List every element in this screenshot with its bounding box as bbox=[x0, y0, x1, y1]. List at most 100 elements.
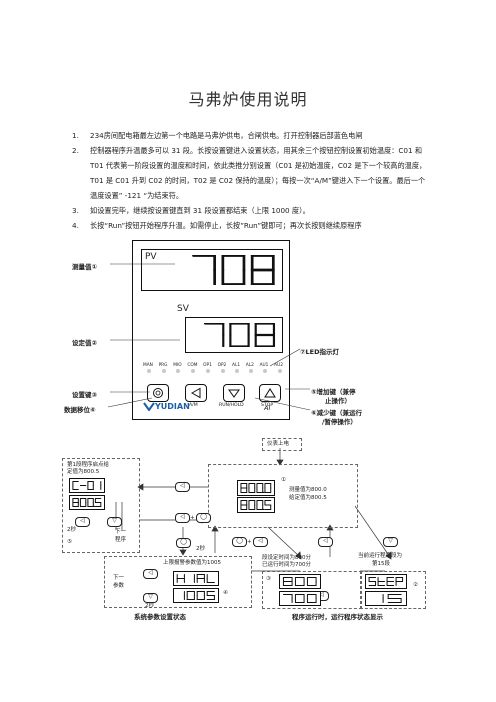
callout-setvalue: 设定值② bbox=[72, 339, 98, 347]
lcd-seven-segment bbox=[176, 574, 215, 583]
run-time-box: ③ bbox=[262, 571, 362, 609]
callout-decrease-2: /暂停操作） bbox=[322, 418, 357, 426]
mid-lcd-bottom bbox=[279, 591, 321, 606]
program-start-box: 第1段程序启点给 定值为800.5 ◁ 2秒 ⑤ ▽ 下一 程序 bbox=[62, 458, 140, 553]
box-text: 定值为800.5 bbox=[67, 469, 100, 475]
lcd-seven-segment bbox=[368, 577, 404, 586]
led-label: AL2 bbox=[245, 363, 254, 368]
led-labels: MAN PRG MIO COM OP1 OP2 AL1 AL2 AU1 AU2 bbox=[143, 363, 283, 368]
led-dot bbox=[263, 369, 267, 373]
plus-label: + bbox=[190, 515, 195, 521]
down-key[interactable] bbox=[223, 384, 245, 402]
left-lcd-bottom bbox=[69, 495, 105, 510]
brand-name: YUDIAN bbox=[155, 402, 190, 411]
led-label: OP2 bbox=[217, 363, 227, 368]
list-item: 2.控制器程序升温最多可以 31 段。长按设置键进入设置状态，用其余三个按钮控制… bbox=[72, 143, 427, 203]
refresh-button-icon: ◯ bbox=[232, 537, 247, 547]
list-text: 234房间配电箱最左边第一个电路是马弗炉供电，合闸供电。打开控制器后部蓝色电闸 bbox=[90, 131, 363, 140]
callout-shift: 数据移位④ bbox=[64, 406, 96, 414]
led-label: OP1 bbox=[203, 363, 212, 368]
led-dot bbox=[220, 369, 225, 373]
lcd-seven-segment bbox=[72, 481, 102, 490]
am-label: A/M bbox=[189, 403, 198, 408]
right-text: 第15段 bbox=[372, 561, 390, 567]
box-text: 第1段程序启点给 bbox=[67, 462, 109, 468]
list-item: 1. 234房间配电箱最左边第一个电路是马弗炉供电，合闸供电。打开控制器后部蓝色电… bbox=[72, 128, 427, 143]
shift-button-icon: ◁ bbox=[75, 517, 90, 527]
two-seconds-label: 2秒 bbox=[196, 546, 205, 552]
program-step-box: ② bbox=[360, 571, 426, 609]
next-label: 下一 bbox=[115, 529, 127, 535]
list-number: 4. bbox=[72, 221, 79, 230]
pv-display: PV bbox=[141, 249, 283, 291]
power-on-label: 仪表上电 bbox=[267, 441, 290, 447]
yudian-logo-icon bbox=[143, 402, 155, 412]
led-label: PRG bbox=[158, 363, 168, 368]
plus-label: + bbox=[247, 539, 252, 545]
sv-display bbox=[185, 317, 283, 353]
next-label: 参数 bbox=[113, 583, 125, 589]
next-label: 程序 bbox=[115, 537, 127, 543]
list-item: 3.如设置完毕，继续按设置键直到 31 段设置都结束（上限 1000 度）。 bbox=[72, 203, 427, 218]
lcd-seven-segment bbox=[240, 483, 272, 493]
stop-label: STOP bbox=[261, 403, 274, 408]
step-number: ② bbox=[413, 582, 418, 588]
pv-label: PV bbox=[145, 252, 157, 262]
led-label: MIO bbox=[173, 363, 182, 368]
sv-label: SV bbox=[177, 304, 189, 314]
led-label: MAN bbox=[143, 363, 153, 368]
page-title: 马弗炉使用说明 bbox=[188, 90, 308, 109]
lcd-seven-segment bbox=[382, 594, 402, 603]
lcd-seven-segment bbox=[72, 498, 102, 507]
led-dot bbox=[277, 369, 282, 373]
power-on-box: 仪表上电 bbox=[262, 438, 302, 451]
two-seconds-label: 2秒 bbox=[145, 603, 154, 609]
list-number: 1. bbox=[72, 131, 79, 140]
down-button-icon: ▽ bbox=[107, 517, 122, 527]
left-lcd-top bbox=[69, 478, 105, 493]
lcd-seven-segment bbox=[282, 577, 317, 586]
brand-logo: YUDIAN bbox=[143, 401, 190, 412]
shift-button-icon: ◁ bbox=[175, 513, 190, 523]
two-seconds-label: 2秒 bbox=[67, 527, 76, 533]
led-dot bbox=[176, 369, 181, 373]
param-text: 上限报警参数值为1005 bbox=[163, 560, 221, 566]
lcd-seven-segment bbox=[282, 594, 317, 603]
led-dot bbox=[191, 369, 196, 373]
run-hold-label: RUN/HOLD bbox=[219, 403, 244, 408]
step-number: ① bbox=[281, 477, 286, 483]
triangle-up-icon bbox=[264, 388, 276, 398]
down-button-icon: ▽ bbox=[383, 537, 398, 547]
normal-display-box: ① 测量值为800.0 给定值为800.5 bbox=[208, 464, 358, 528]
led-dot bbox=[206, 369, 211, 373]
list-number: 3. bbox=[72, 206, 79, 215]
led-label: AL1 bbox=[232, 363, 241, 368]
mid-text: 已运行时间为700分 bbox=[262, 562, 311, 568]
set-key[interactable] bbox=[147, 384, 169, 402]
param-setting-box: 上限报警参数值为1005 ④ 下一 参数 ◁ ▽ 2秒 bbox=[104, 556, 252, 609]
right-text: 当前运行程序段为 bbox=[358, 553, 403, 559]
led-label: COM bbox=[187, 363, 198, 368]
refresh-button-icon: ◯ bbox=[196, 513, 211, 523]
lcd-seven-segment bbox=[240, 500, 272, 510]
shift-button-icon: ◁ bbox=[253, 537, 268, 547]
list-number: 2. bbox=[72, 146, 79, 155]
caption-run-status: 程序运行时，运行程序状态显示 bbox=[292, 613, 383, 621]
mid-lcd-top bbox=[279, 574, 321, 589]
mid-text: 段设定时间为800分 bbox=[262, 555, 311, 561]
shift-key[interactable] bbox=[185, 384, 207, 402]
led-dot bbox=[162, 369, 167, 373]
triangle-down-icon bbox=[228, 389, 240, 398]
shift-button-icon: ◁ bbox=[318, 537, 333, 547]
callout-setkey: 设置键③ bbox=[72, 391, 98, 399]
list-item: 4.长按“Run”按钮开始程序升温。如需停止，长按”Run”键即可；再次长按则继… bbox=[72, 218, 427, 233]
down-button-icon: ▽ bbox=[143, 593, 158, 603]
step-number: ③ bbox=[266, 576, 271, 582]
callout-decrease-1: ⑥减少键（兼运行 bbox=[311, 409, 363, 417]
next-label: 下一 bbox=[113, 575, 125, 581]
center-text: 测量值为800.0 bbox=[289, 487, 327, 493]
lcd-seven-segment bbox=[183, 591, 215, 600]
right-lcd-top bbox=[365, 574, 407, 589]
callout-led: ⑦LED指示灯 bbox=[300, 348, 339, 356]
